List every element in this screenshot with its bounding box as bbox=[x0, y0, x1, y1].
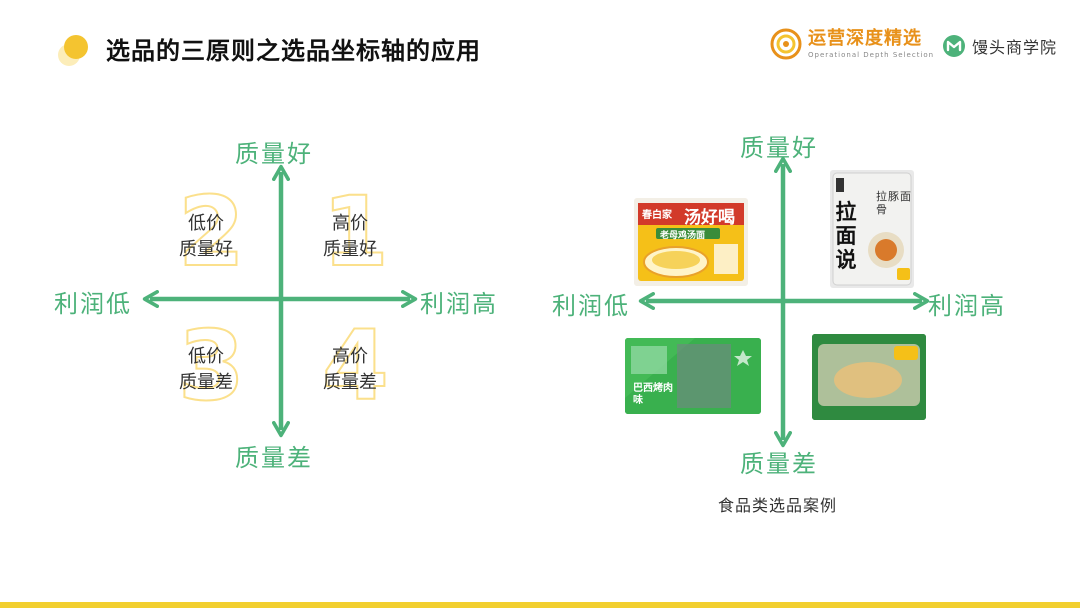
right-axis-bottom-label: 质量差 bbox=[740, 450, 818, 478]
quadrant-number-1: 1 bbox=[321, 176, 390, 288]
logo-primary-subtitle: Operational Depth Selection bbox=[808, 51, 935, 59]
product-illustration bbox=[638, 203, 744, 281]
m-badge-logo-icon bbox=[943, 35, 965, 57]
left-axis-top-label: 质量好 bbox=[235, 140, 313, 168]
quadrant-text-line2: 质量好 bbox=[323, 239, 377, 260]
left-axes bbox=[142, 164, 418, 438]
product-flavor-label: 巴西烤肉味 bbox=[633, 383, 673, 406]
quadrant-text-line1: 低价 bbox=[188, 213, 224, 234]
quadrant-text-low-price-poor-quality: 低价 质量差 bbox=[161, 344, 251, 396]
product-side-label: 拉豚面骨 bbox=[876, 190, 912, 216]
quadrant-text-line1: 高价 bbox=[332, 213, 368, 234]
right-axes bbox=[638, 156, 930, 448]
product-name-vertical: 拉面说 bbox=[835, 200, 857, 272]
logo-secondary-name: 馒头商学院 bbox=[972, 38, 1058, 57]
quadrant-text-line2: 质量差 bbox=[323, 372, 377, 393]
quadrant-text-high-price-poor-quality: 高价 质量差 bbox=[305, 344, 395, 396]
right-diagram-caption: 食品类选品案例 bbox=[718, 496, 838, 515]
product-name-text: 汤好喝 bbox=[684, 208, 735, 228]
product-illustration bbox=[832, 172, 912, 286]
product-sub-text: 老母鸡汤面 bbox=[660, 231, 706, 241]
quadrant-number-3: 3 bbox=[177, 310, 246, 422]
quadrant-text-high-price-good-quality: 高价 质量好 bbox=[305, 211, 395, 263]
right-axis-right-label: 利润高 bbox=[928, 292, 1006, 320]
product-illustration bbox=[625, 338, 761, 414]
quadrant-text-line2: 质量好 bbox=[179, 239, 233, 260]
product-image-tanghaohe-noodle: 春白家 汤好喝 老母鸡汤面 bbox=[634, 198, 748, 286]
left-axis-right-label: 利润高 bbox=[420, 290, 498, 318]
product-brand-text: 春白家 bbox=[642, 210, 672, 221]
right-axis-left-label: 利润低 bbox=[552, 292, 630, 320]
quadrant-text-line1: 高价 bbox=[332, 346, 368, 367]
logo-operational-depth: 运营深度精选 Operational Depth Selection bbox=[770, 28, 934, 60]
left-axis-left-label: 利润低 bbox=[54, 290, 132, 318]
product-illustration bbox=[812, 334, 926, 420]
quadrant-text-line1: 低价 bbox=[188, 346, 224, 367]
quadrant-number-4: 4 bbox=[321, 310, 390, 422]
spiral-logo-icon bbox=[770, 28, 802, 60]
quadrant-text-low-price-good-quality: 低价 质量好 bbox=[161, 211, 251, 263]
product-image-lamianshuo: 拉豚面骨 拉面说 bbox=[830, 170, 914, 288]
logo-primary-name: 运营深度精选 bbox=[808, 28, 922, 49]
product-image-bowl-pack-blurred bbox=[812, 334, 926, 420]
quadrant-number-2: 2 bbox=[177, 176, 246, 288]
logo-mantou-business-school: 馒头商学院 bbox=[942, 34, 1057, 58]
bottom-accent-bar bbox=[0, 602, 1080, 608]
product-image-green-bag-blurred: 巴西烤肉味 bbox=[625, 338, 761, 414]
title-decoration-dot bbox=[64, 35, 88, 59]
quadrant-text-line2: 质量差 bbox=[179, 372, 233, 393]
left-axis-bottom-label: 质量差 bbox=[235, 444, 313, 472]
page-title: 选品的三原则之选品坐标轴的应用 bbox=[106, 37, 481, 65]
right-axis-top-label: 质量好 bbox=[740, 134, 818, 162]
